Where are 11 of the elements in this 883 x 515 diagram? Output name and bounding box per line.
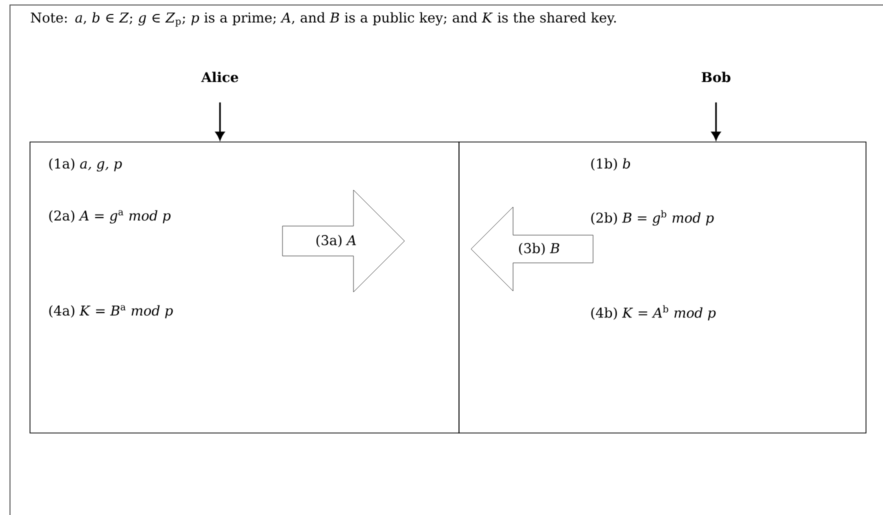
arrow xyxy=(215,102,225,140)
note-text: Note: a, b ∈ Z; g ∈ Z$_{p}$; p is a prime; A, and B is a public key; and K is the shared key. xyxy=(30,12,616,27)
equation-text: (1a) a, g, p xyxy=(49,158,122,172)
arrow xyxy=(711,102,721,140)
equation-text: (1b) b xyxy=(591,158,630,171)
equation-text: (4a) K = B$^{a}$ mod p xyxy=(49,305,173,318)
party-label: Bob xyxy=(702,72,730,82)
equation-text: (4b) K = A$^{b}$ mod p xyxy=(591,305,716,320)
equation-text: (2a) A = g$^{a}$ mod p xyxy=(49,210,171,224)
equation-text: (2b) B = g$^{b}$ mod p xyxy=(591,210,714,226)
party-label: Alice xyxy=(201,72,238,82)
